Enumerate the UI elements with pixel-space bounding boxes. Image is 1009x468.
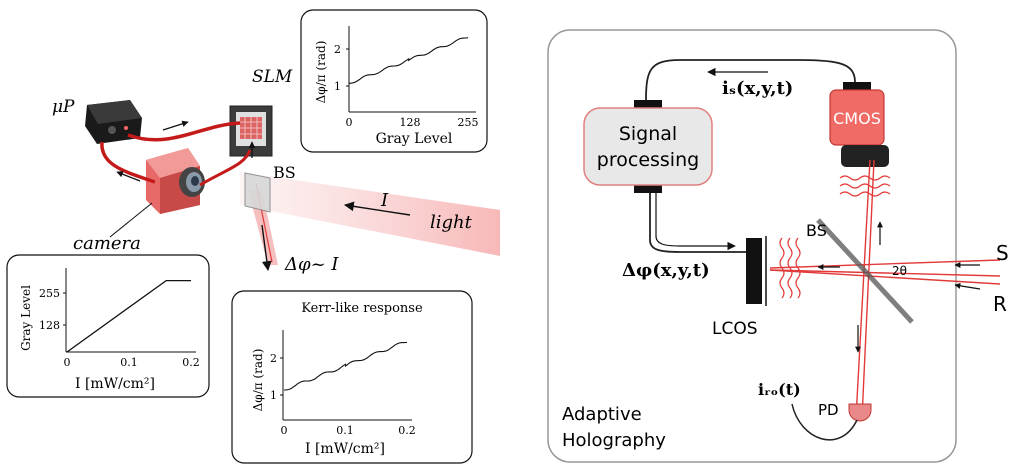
signal-processing-box: [583, 107, 713, 186]
signal-processing-line-1: Signal: [619, 123, 677, 145]
inset-slm-ylabel: Δφ/π (rad): [314, 41, 328, 104]
inset-camera-xtick: 0.2: [182, 356, 200, 369]
slm-label: SLM: [252, 67, 293, 87]
output-arrow: [261, 224, 272, 271]
lcos-device: [746, 238, 762, 304]
inset-camera-ytick: 128: [39, 319, 60, 332]
caption-line-1: Adaptive: [562, 404, 642, 425]
inset-kerr-curve: [284, 341, 408, 391]
angle-label: 2θ: [892, 264, 907, 278]
inset-camera-xtick: 0.1: [120, 356, 138, 369]
inset-slm-ytick: 2: [334, 43, 341, 56]
inset-slm-xtick: 255: [458, 116, 479, 129]
inset-slm-xtick: 128: [400, 116, 421, 129]
inset-camera-ylabel: Gray Level: [19, 285, 33, 351]
camera-label: camera: [73, 233, 141, 254]
camera-device: [146, 148, 205, 214]
inset-camera-curve: [66, 279, 191, 353]
cmos-connector: [843, 82, 871, 92]
flow-arrow-2: [116, 171, 141, 182]
inset-kerr-xtick: 0: [281, 424, 288, 437]
cable-projector-camera: [100, 141, 156, 184]
bs-label: BS: [273, 163, 296, 182]
beam-splitter-right: [816, 218, 914, 324]
phase-output-label: Δφ~ I: [284, 254, 339, 275]
wire-processing-to-lcos: [649, 193, 748, 253]
pd-label: PD: [818, 401, 839, 419]
inset-camera-xlabel: I [mW/cm²]: [75, 376, 155, 392]
inset-slm-yticks: 1 2: [334, 43, 349, 93]
bs-label-right: BS: [806, 221, 827, 240]
wire-cmos-to-processing: [645, 59, 856, 101]
inset-kerr-ylabel: Δφ/π (rad): [251, 349, 265, 412]
laser-beams: [769, 159, 1001, 419]
inset-kerr-xtick: 0.1: [336, 424, 354, 437]
signal-processing-connector-top: [634, 100, 662, 110]
inset-kerr-xlabel: I [mW/cm²]: [305, 441, 385, 457]
inset-slm-curve: [348, 37, 469, 84]
intensity-label: I: [380, 190, 389, 211]
s-beam-label: S: [996, 241, 1009, 265]
cmos-label: CMOS: [833, 109, 881, 128]
light-arrow: [344, 201, 411, 216]
current-label: iₛ(x,y,t): [722, 78, 793, 99]
beam-splitter: [244, 172, 271, 213]
right-panel: Signal processing CMOS iₛ(x,y,t) LCOS Δφ…: [547, 29, 1009, 463]
inset-kerr: Kerr-like response 1 2 0 0.1 0.2 I [mW/c…: [231, 290, 473, 464]
slm-device: [229, 105, 273, 157]
inset-camera: 128 255 0 0.1 0.2 I [mW/cm²] Gray Level: [6, 254, 210, 398]
inset-kerr-ytick: 2: [270, 352, 277, 365]
light-beam: [240, 172, 500, 256]
flow-arrow-1: [162, 120, 189, 131]
cmos-base: [841, 145, 889, 167]
cable-camera-slm: [199, 149, 252, 187]
inset-camera-ytick: 255: [39, 287, 60, 300]
pd-detector: [848, 403, 872, 422]
inset-kerr-ytick: 1: [270, 389, 277, 402]
signal-processing-line-2: processing: [597, 149, 699, 171]
micro-projector: [85, 100, 142, 144]
light-label: light: [430, 212, 473, 233]
inset-slm-ytick: 1: [334, 80, 341, 93]
inset-slm-xlabel: Gray Level: [376, 131, 453, 147]
left-setup: μP SLM BS camera I light Δφ~ I: [52, 67, 500, 275]
inset-camera-xtick: 0: [64, 356, 71, 369]
phase-label: Δφ(x,y,t): [622, 260, 710, 281]
inset-kerr-xtick: 0.2: [398, 424, 416, 437]
mu-p-label: μP: [52, 97, 75, 117]
r-beam-label: R: [993, 292, 1007, 316]
inset-slm-xtick: 0: [346, 116, 353, 129]
cable-projector-slm: [127, 121, 241, 142]
pd-current-label: iᵣₒ(t): [758, 380, 801, 399]
caption-line-2: Holography: [562, 430, 666, 451]
pd-wire: [791, 403, 858, 441]
lcos-label: LCOS: [712, 319, 758, 339]
inset-kerr-title: Kerr-like response: [301, 301, 423, 316]
signal-processing-connector-bottom: [634, 183, 662, 193]
inset-slm: 1 2 0 128 255 Gray Level Δφ/π (rad): [300, 9, 488, 153]
cmos-waves: [839, 175, 891, 197]
